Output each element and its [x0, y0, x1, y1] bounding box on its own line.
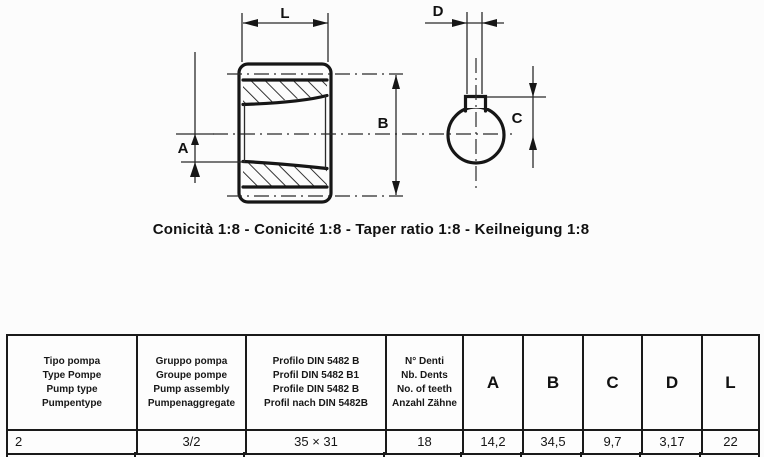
taper-ratio-caption: Conicità 1:8 - Conicité 1:8 - Taper rati… — [152, 221, 590, 238]
header-dim-D: D — [641, 336, 701, 429]
taper-bore-top-edge — [241, 93, 329, 107]
spec-table: Tipo pompa Type Pompe Pump type Pumpenty… — [6, 334, 760, 455]
dim-label-C: C — [512, 110, 523, 127]
value-pump-type: 2 — [15, 434, 23, 449]
table-bottom-grid-stubs — [6, 452, 760, 457]
value-B: 34,5 — [522, 431, 582, 453]
header-dim-A: A — [462, 336, 522, 429]
header-dim-L: L — [701, 336, 758, 429]
dim-label-A: A — [178, 140, 189, 157]
dim-A: A — [176, 52, 245, 183]
dim-label-L: L — [280, 5, 289, 22]
side-section-view — [213, 62, 512, 204]
value-pump-assembly: 3/2 — [136, 431, 245, 453]
header-pump-assembly: Gruppo pompa Groupe pompe Pump assembly … — [136, 336, 245, 429]
top-hatch-band — [243, 80, 327, 105]
dim-B: B — [378, 75, 400, 195]
value-C: 9,7 — [582, 431, 641, 453]
header-profile: Profilo DIN 5482 B Profil DIN 5482 B1 Pr… — [245, 336, 385, 429]
shaft-section-view — [446, 58, 506, 192]
header-dim-B: B — [522, 336, 582, 429]
spec-table-header-row: Tipo pompa Type Pompe Pump type Pumpenty… — [8, 336, 758, 429]
dim-C: C — [487, 66, 546, 168]
value-A: 14,2 — [462, 431, 522, 453]
hub-body-outline — [237, 62, 333, 204]
value-L: 22 — [701, 431, 758, 453]
header-teeth: N° Denti Nb. Dents No. of teeth Anzahl Z… — [385, 336, 462, 429]
value-profile: 35 × 31 — [245, 431, 385, 453]
spec-table-data-row: 2 3/2 35 × 31 18 14,2 34,5 9,7 3,17 22 — [8, 429, 758, 453]
value-D: 3,17 — [641, 431, 701, 453]
value-teeth: 18 — [385, 431, 462, 453]
dim-label-B: B — [378, 115, 389, 132]
taper-bore-bottom-edge — [241, 159, 329, 171]
dim-label-D: D — [433, 3, 444, 20]
dim-D: D — [425, 3, 504, 94]
header-pump-type: Tipo pompa Type Pompe Pump type Pumpenty… — [41, 355, 102, 409]
header-dim-C: C — [582, 336, 641, 429]
technical-drawing: L B A — [176, 3, 546, 204]
dim-L: L — [241, 5, 329, 62]
